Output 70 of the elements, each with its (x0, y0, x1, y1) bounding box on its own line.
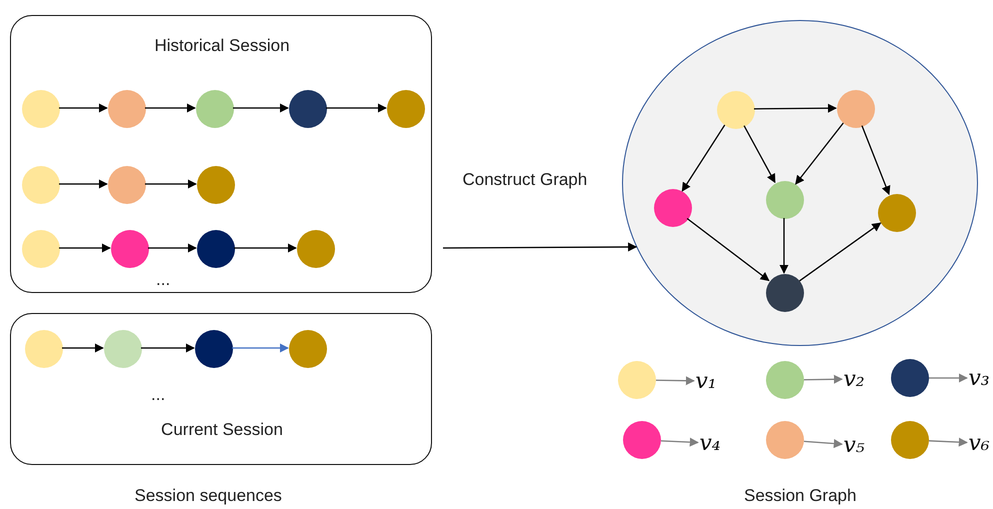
variable-label: v₆ (967, 428, 991, 458)
arrow (656, 376, 695, 386)
item-circle (297, 230, 335, 268)
caption: Session Graph (744, 486, 856, 506)
item-circle (108, 166, 146, 204)
arrow (234, 243, 297, 253)
arrow (145, 103, 196, 113)
item-circle (22, 230, 60, 268)
arrow (744, 125, 776, 184)
item-circle (654, 189, 692, 227)
item-circle (289, 90, 327, 128)
item-circle (623, 421, 661, 459)
arrow (232, 343, 289, 353)
arrow (804, 374, 843, 384)
item-circle (766, 361, 804, 399)
item-circle (197, 166, 235, 204)
arrow (928, 438, 968, 447)
item-circle (104, 330, 142, 368)
item-circle (766, 181, 804, 219)
arrow (326, 103, 387, 113)
arrow (148, 243, 197, 253)
box-title: Historical Session (153, 36, 291, 56)
arrow (682, 124, 726, 192)
arrow (804, 439, 843, 448)
item-circle (195, 330, 233, 368)
arrow (141, 343, 195, 353)
item-circle (891, 359, 929, 397)
item-circle (289, 330, 327, 368)
arrow (861, 125, 890, 196)
arrow (779, 218, 789, 274)
variable-label: v₅ (842, 430, 866, 460)
caption: Session sequences (134, 486, 282, 506)
item-circle (618, 361, 656, 399)
item-circle (197, 230, 235, 268)
item-circle (387, 90, 425, 128)
item-circle (108, 90, 146, 128)
item-circle (766, 274, 804, 312)
item-circle (196, 90, 234, 128)
ellipsis-text: ... (156, 270, 170, 290)
variable-label: v₁ (694, 366, 718, 396)
arrow (686, 218, 770, 282)
session-box (10, 15, 432, 293)
arrow (233, 103, 289, 113)
item-circle (25, 330, 63, 368)
arrow (799, 222, 882, 282)
arrow (660, 438, 699, 447)
arrow (59, 103, 108, 113)
arrow (62, 343, 104, 353)
variable-label: v₃ (967, 363, 991, 393)
item-circle (878, 194, 916, 232)
arrow (59, 179, 108, 189)
arrow (929, 373, 968, 383)
ellipsis-text: ... (151, 385, 166, 405)
session-box (10, 313, 432, 465)
arrow (795, 122, 844, 185)
item-circle (717, 91, 755, 129)
item-circle (891, 421, 929, 459)
item-circle (22, 90, 60, 128)
variable-label: v₂ (842, 364, 866, 394)
item-circle (111, 230, 149, 268)
edge-label: Construct Graph (462, 170, 588, 190)
item-circle (766, 421, 804, 459)
arrow (754, 104, 837, 113)
box-title: Current Session (160, 420, 284, 440)
arrow (443, 242, 638, 252)
arrow (59, 243, 111, 253)
item-circle (837, 90, 875, 128)
variable-label: v₄ (698, 428, 722, 458)
arrow (145, 179, 197, 189)
item-circle (22, 166, 60, 204)
